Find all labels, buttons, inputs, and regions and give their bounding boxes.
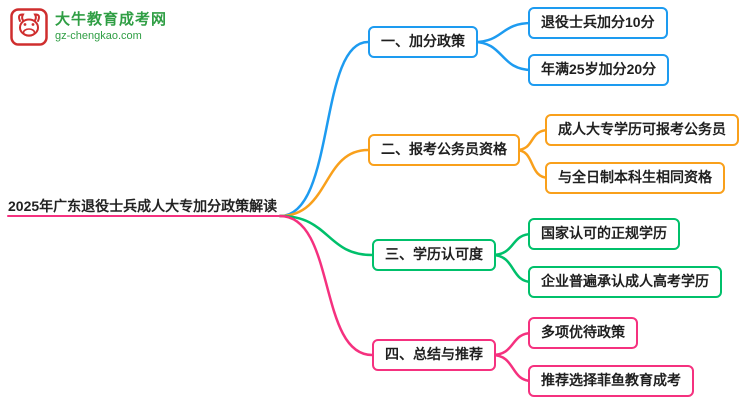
connector-root-branch-4 — [278, 214, 374, 357]
connector-root-branch-2 — [278, 148, 370, 218]
leaf-node-4-2: 推荐选择菲鱼教育成考 — [528, 365, 694, 397]
connector-branch4-leaf2 — [490, 353, 534, 383]
connector-branch1-leaf1 — [472, 21, 534, 44]
connector-branch3-leaf1 — [490, 232, 534, 257]
bull-logo-icon — [10, 8, 48, 46]
branch-node-1: 一、加分政策 — [368, 26, 478, 58]
leaf-node-2-1: 成人大专学历可报考公务员 — [545, 114, 739, 146]
leaf-node-3-1: 国家认可的正规学历 — [528, 218, 680, 250]
connector-branch2-leaf2 — [514, 148, 551, 180]
site-logo: 大牛教育成考网 gz-chengkao.com — [10, 8, 167, 46]
leaf-node-1-1: 退役士兵加分10分 — [528, 7, 668, 39]
logo-domain: gz-chengkao.com — [55, 30, 142, 43]
leaf-node-4-1: 多项优待政策 — [528, 317, 638, 349]
branch-node-2: 二、报考公务员资格 — [368, 134, 520, 166]
leaf-node-2-2: 与全日制本科生相同资格 — [545, 162, 725, 194]
branch-node-3: 三、学历认可度 — [372, 239, 496, 271]
root-node: 2025年广东退役士兵成人大专加分政策解读 — [8, 198, 278, 214]
connector-branch4-leaf1 — [490, 331, 534, 357]
connector-branch1-leaf2 — [472, 40, 534, 72]
connector-branch3-leaf2 — [490, 253, 534, 284]
branch-node-4: 四、总结与推荐 — [372, 339, 496, 371]
leaf-node-1-2: 年满25岁加分20分 — [528, 54, 670, 86]
logo-text: 大牛教育成考网 gz-chengkao.com — [55, 11, 167, 43]
connector-root-branch-1 — [278, 40, 370, 218]
logo-title: 大牛教育成考网 — [55, 11, 168, 29]
leaf-node-3-2: 企业普遍承认成人高考学历 — [528, 266, 722, 298]
connector-root-branch-3 — [278, 214, 374, 257]
